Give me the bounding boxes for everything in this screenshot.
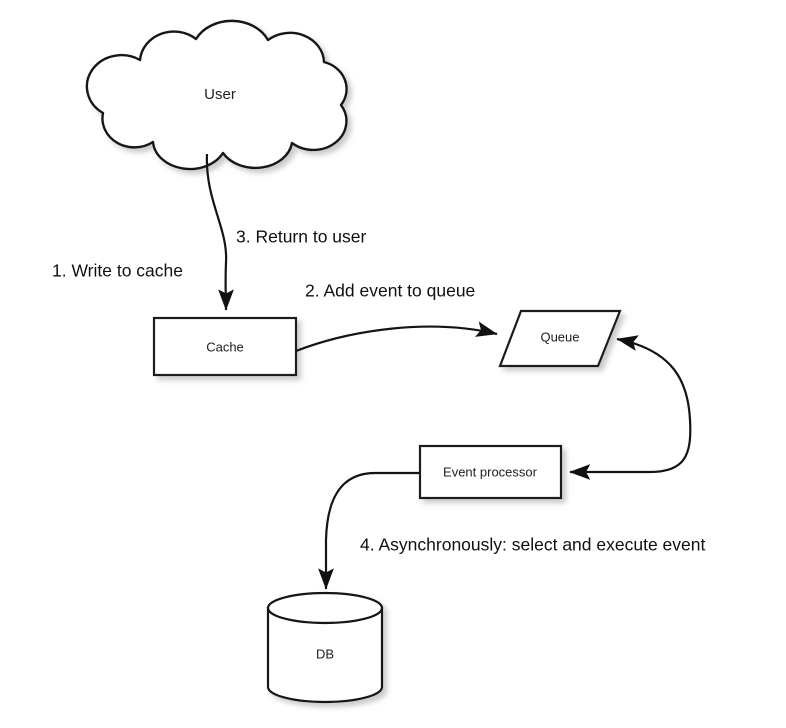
node-label-event-processor: Event processor <box>443 464 538 479</box>
step-label-2: 2. Add event to queue <box>305 281 475 301</box>
node-label-cache: Cache <box>206 339 244 354</box>
step-label-1: 1. Write to cache <box>52 261 183 281</box>
node-user[interactable] <box>85 19 348 171</box>
node-label-queue: Queue <box>540 329 579 344</box>
step-label-4: 4. Asynchronously: select and execute ev… <box>360 535 705 555</box>
node-cache[interactable] <box>152 316 298 377</box>
edge-queue-eventprocessor-loop <box>569 335 692 480</box>
edge-user-to-cache <box>205 153 234 311</box>
db-cylinder-top <box>266 591 384 625</box>
step-label-3: 3. Return to user <box>236 227 367 247</box>
node-db[interactable] <box>266 591 384 704</box>
edge-eventprocessor-to-db <box>318 471 420 590</box>
cache-rect <box>152 316 298 377</box>
node-label-user: User <box>204 86 236 103</box>
db-cylinder-body <box>266 606 384 704</box>
edge-cache-to-queue <box>295 321 498 353</box>
node-label-db: DB <box>316 646 334 661</box>
cloud-shape <box>85 19 348 171</box>
